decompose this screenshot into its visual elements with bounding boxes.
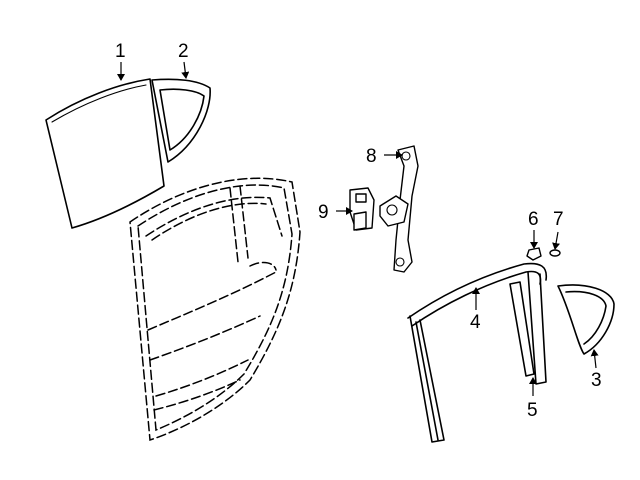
window-regulator-part-8 <box>379 145 419 273</box>
door-shell-outline <box>129 177 301 442</box>
callout-label-8: 8 <box>366 146 377 167</box>
division-seal-part-5 <box>509 281 535 377</box>
callout-label-1: 1 <box>115 41 126 62</box>
quarter-glass-part-2 <box>151 78 211 163</box>
leader-3 <box>590 349 599 369</box>
clip-part-7 <box>549 249 561 257</box>
callout-label-5: 5 <box>527 400 538 421</box>
callout-label-6: 6 <box>528 209 539 230</box>
callout-label-2: 2 <box>178 41 189 62</box>
quarter-seal-part-3 <box>557 284 615 355</box>
door-glass-part-1 <box>45 78 165 229</box>
leader-2 <box>181 61 190 79</box>
callout-label-7: 7 <box>553 209 564 230</box>
callout-label-3: 3 <box>591 370 602 391</box>
leader-7 <box>552 231 560 250</box>
clip-part-6 <box>526 247 542 261</box>
callout-label-9: 9 <box>318 202 329 223</box>
callout-label-4: 4 <box>470 312 481 333</box>
window-motor-part-9 <box>349 187 375 231</box>
run-channel-part-4 <box>407 262 548 443</box>
